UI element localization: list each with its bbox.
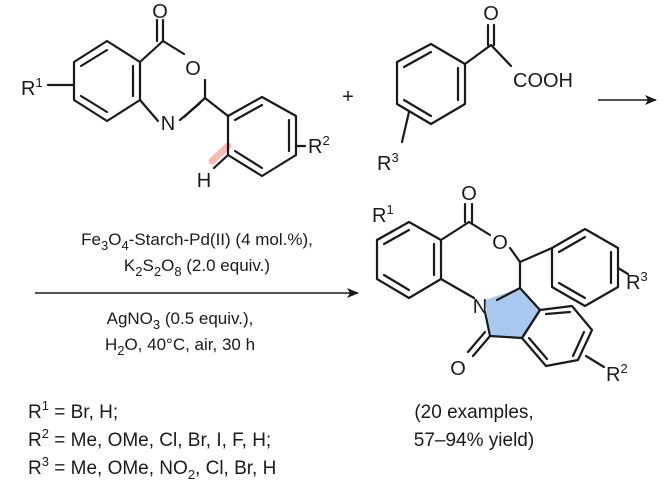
text-run: O <box>108 230 121 249</box>
r1-label: R1 <box>21 75 43 100</box>
product-r1-label: R1 <box>372 202 394 227</box>
r3-bond <box>400 110 411 144</box>
legend-superscript: 2 <box>42 426 49 441</box>
text-run: = Me, OMe, NO <box>49 458 188 479</box>
substituent-legend: R1 = Br, H; R2 = Me, OMe, Cl, Br, I, F, … <box>28 398 276 482</box>
glyoxylic-side-chain <box>463 23 513 68</box>
legend-label: R <box>28 430 42 451</box>
text-run: (0.5 equiv.), <box>160 309 253 328</box>
product-lower-ring <box>520 304 594 368</box>
text-run: = Br, H; <box>49 402 118 423</box>
h-bond <box>212 153 230 170</box>
legend-superscript: 1 <box>42 398 49 413</box>
product-r3-bond <box>616 266 630 276</box>
glyoxylic-phenyl-ring <box>395 42 467 126</box>
product-oxazine-ring <box>439 202 522 300</box>
ring-o-label: O <box>185 58 201 80</box>
text-run: = Me, OMe, Cl, Br, I, F, H; <box>49 430 271 451</box>
reactant-1-benzoxazinone: O O N H R1 R2 <box>21 1 330 192</box>
product-ring-n-label: N <box>473 296 487 318</box>
glyoxylic-ring-double-bonds <box>402 50 460 118</box>
ch-bond-highlight <box>208 142 232 165</box>
reactant-2-glyoxylic-acid: O COOH R3 <box>377 3 573 175</box>
aryl-link-bond <box>203 96 230 118</box>
subscript-text: 8 <box>174 264 181 279</box>
r2-label: R2 <box>308 133 330 158</box>
subscript-text: 2 <box>117 343 124 358</box>
ring-n-label: N <box>161 113 175 135</box>
legend-r2: R2 = Me, OMe, Cl, Br, I, F, H; <box>28 426 271 451</box>
text-run: K <box>124 256 136 275</box>
product-r1-bond <box>375 229 395 242</box>
product-r2-bond <box>584 354 606 369</box>
product-lower-ring-double-bonds <box>527 310 586 361</box>
product-r3-label: R3 <box>626 269 648 294</box>
subscript-text: 2 <box>135 264 142 279</box>
text-run: H <box>105 335 117 354</box>
legend-r1: R1 = Br, H; <box>28 398 118 423</box>
legend-r3: R3 = Me, OMe, NO2, Cl, Br, H <box>28 454 276 482</box>
text-run: O, 40°C, air, 30 h <box>124 335 255 354</box>
subscript-text: 3 <box>101 238 108 253</box>
oxazinone-ring <box>138 18 207 123</box>
text-run: (2.0 equiv.) <box>182 256 271 275</box>
text-run: -Starch-Pd(II) (4 mol.%), <box>129 230 313 249</box>
product-phenyl-ring <box>550 227 620 308</box>
text-run: S <box>143 256 154 275</box>
condition-additive: AgNO3 (0.5 equiv.), <box>107 309 254 332</box>
subscript-text: 4 <box>121 238 128 253</box>
product-phenyl-link <box>518 246 554 264</box>
reaction-conditions: Fe3O4-Starch-Pd(II) (4 mol.%), K2S2O8 (2… <box>35 230 359 358</box>
product-ring-o-label: O <box>492 232 508 254</box>
product-carbonyl-o-label: O <box>461 183 477 205</box>
product-lactam-ring <box>466 286 542 358</box>
r3-reactant-label: R3 <box>377 150 399 175</box>
condition-catalyst: Fe3O4-Starch-Pd(II) (4 mol.%), <box>81 230 313 253</box>
text-run: AgNO <box>107 309 153 328</box>
legend-label: R <box>28 402 42 423</box>
plus-sign: + <box>342 86 354 108</box>
new-ring-highlight <box>485 288 540 338</box>
scope-summary: (20 examples, 57–94% yield) <box>414 402 534 451</box>
subscript-text: 2 <box>154 264 161 279</box>
condition-solvent-temp-time: H2O, 40°C, air, 30 h <box>105 335 255 358</box>
text-run: Fe <box>81 230 101 249</box>
fused-benzene-ring <box>72 39 142 123</box>
subscript-text: 2 <box>188 467 195 482</box>
text-run: , Cl, Br, H <box>195 458 276 479</box>
legend-label: R <box>28 458 42 479</box>
product-r2-label: R2 <box>606 361 628 386</box>
condition-oxidant: K2S2O8 (2.0 equiv.) <box>124 256 270 279</box>
text-run: O <box>161 256 174 275</box>
examples-count: (20 examples, <box>414 402 533 423</box>
yield-range: 57–94% yield) <box>414 430 534 451</box>
product-structure: O O N O R1 R2 R3 <box>372 183 648 386</box>
product-phenyl-double-bonds <box>557 235 613 300</box>
fused-benzene-double-bonds <box>79 48 135 114</box>
carbonyl-o-label: O <box>152 1 168 23</box>
h-atom-label: H <box>197 170 211 192</box>
keto-o-label: O <box>483 3 499 25</box>
product-benzene-double-bonds <box>382 228 436 292</box>
subscript-text: 3 <box>153 317 160 332</box>
aryl-ring-double-bonds <box>233 103 291 170</box>
aryl-ring <box>226 95 298 178</box>
cooh-label: COOH <box>513 70 573 92</box>
product-lactam-o-label: O <box>450 358 466 380</box>
legend-superscript: 3 <box>42 454 49 469</box>
